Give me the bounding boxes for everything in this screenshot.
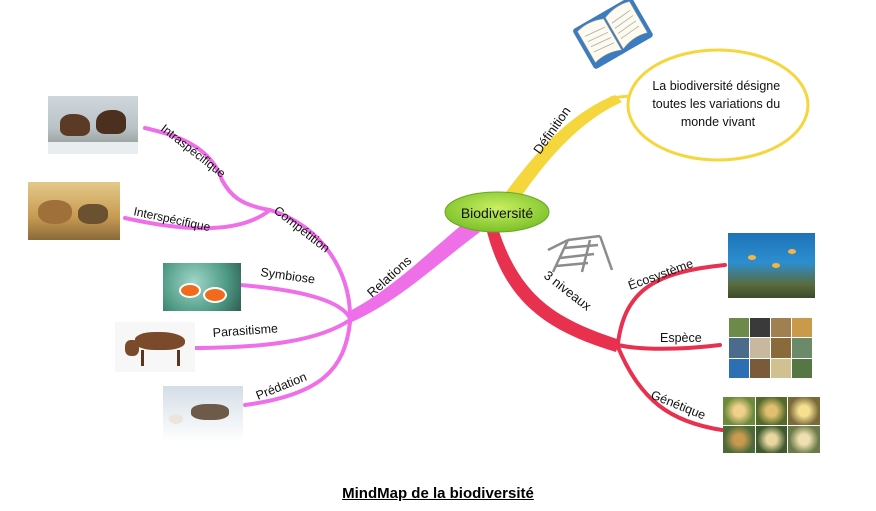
relation-symbiose-line <box>238 283 352 320</box>
levels-branch <box>486 225 620 352</box>
deer-fight-photo <box>48 96 138 154</box>
definition-note-line-2: toutes les variations du <box>652 97 780 111</box>
interspecific-label: Interspécifique <box>132 204 212 234</box>
competition-inter-line <box>123 208 272 231</box>
book-icon <box>573 0 653 69</box>
lions-hyenas-photo <box>28 182 120 240</box>
symbiose-label: Symbiose <box>260 265 316 287</box>
level-species-line <box>616 343 722 351</box>
relation-parasitisme-line <box>188 318 352 350</box>
coral-reef-photo <box>728 233 815 298</box>
lynx-hare-photo <box>163 386 243 442</box>
level-species-label: Espèce <box>660 331 702 345</box>
clownfish-anemone-photo <box>163 263 241 311</box>
definition-note-line-3: monde vivant <box>681 115 756 129</box>
definition-branch <box>500 95 622 210</box>
competition-label: Compétition <box>271 203 332 255</box>
parasitisme-label: Parasitisme <box>212 321 278 340</box>
level-ecosystem-line <box>616 263 727 345</box>
intraspecific-label: Intraspécifique <box>158 121 228 180</box>
central-node[interactable] <box>444 191 550 233</box>
definition-note-text: La biodiversité désigne toutes les varia… <box>652 79 783 129</box>
species-collage-photo <box>729 318 812 378</box>
ladder-icon <box>547 234 614 273</box>
level-genetic-line <box>616 345 724 432</box>
relation-competition-line <box>220 178 352 318</box>
central-node-label: Biodiversité <box>461 205 534 221</box>
competition-intra-line <box>143 126 224 182</box>
mindmap-caption: MindMap de la biodiversité <box>342 485 534 502</box>
level-ecosystem-label: Écosystème <box>626 255 695 292</box>
horse-parasite-photo <box>115 322 195 372</box>
relations-branch <box>348 222 480 322</box>
relation-predation-line <box>243 320 352 407</box>
definition-note-bubble <box>626 48 810 162</box>
definition-note-line-1: La biodiversité désigne <box>652 79 780 93</box>
snails-collage-photo <box>723 397 820 453</box>
definition-connector <box>609 94 631 100</box>
